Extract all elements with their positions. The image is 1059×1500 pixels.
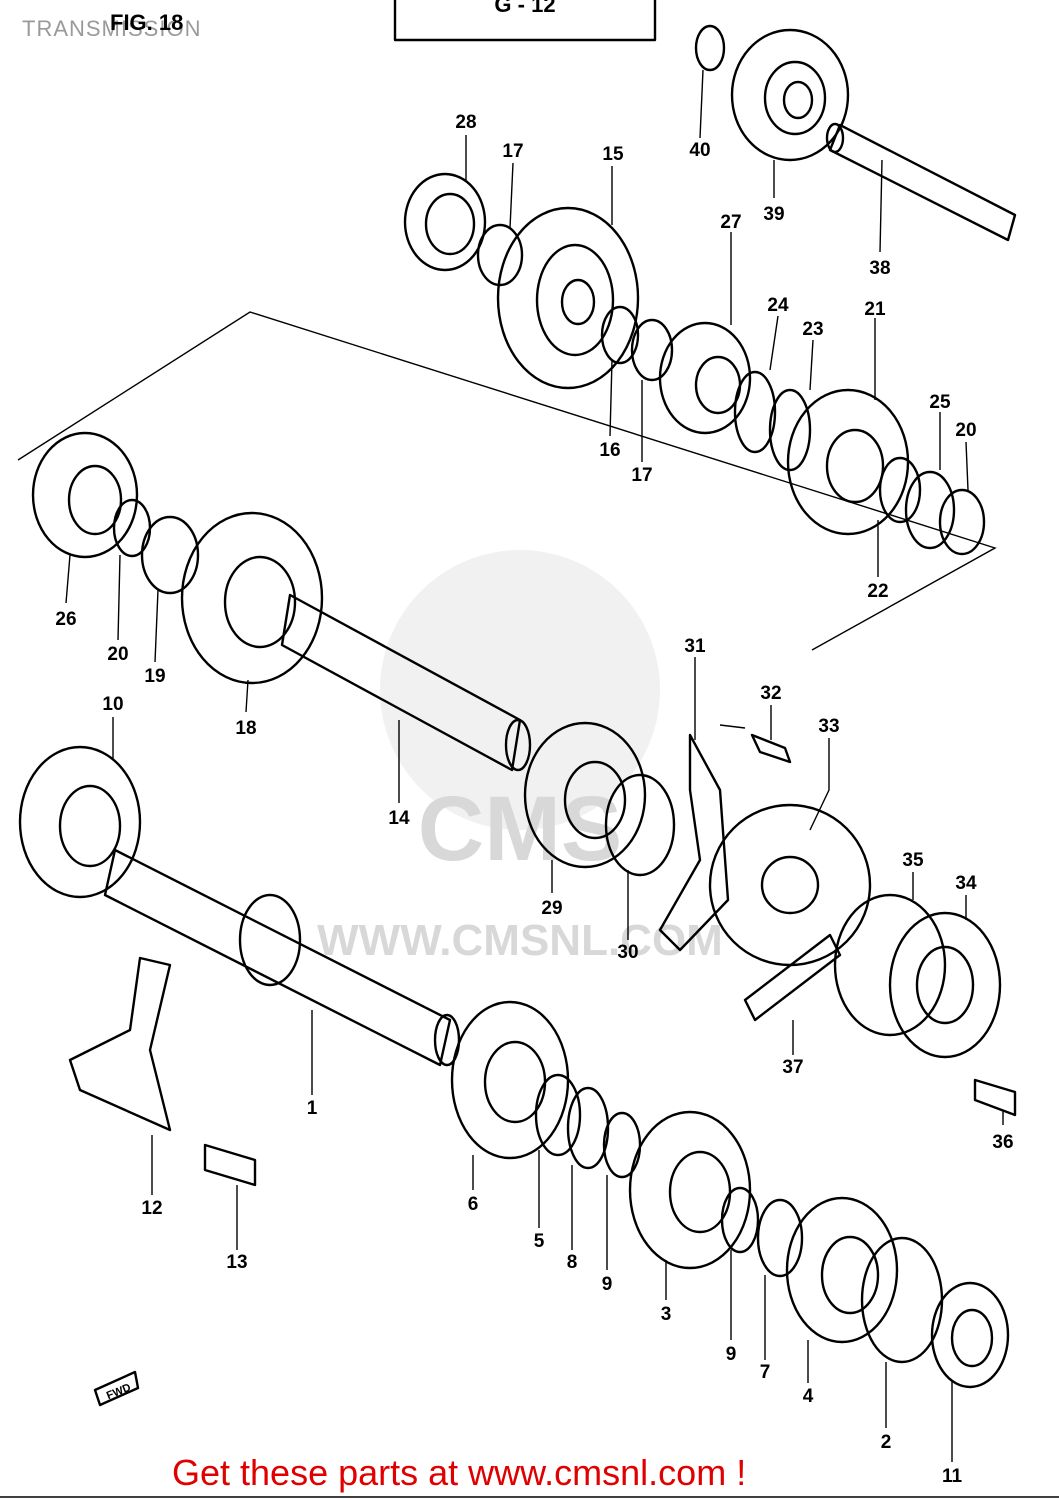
label-31: 31 xyxy=(684,636,706,657)
label-13: 13 xyxy=(226,1252,247,1273)
watermark-url: WWW.CMSNL.COM xyxy=(317,916,723,965)
part-39-gear xyxy=(730,28,850,162)
part-27-gear xyxy=(658,321,752,435)
label-5: 5 xyxy=(534,1231,545,1252)
label-17a: 17 xyxy=(502,141,523,162)
part-37-chain xyxy=(743,933,842,1022)
label-29: 29 xyxy=(541,898,562,919)
part-23-washer xyxy=(768,388,812,472)
leader-lines xyxy=(65,69,1004,1462)
part-4-gear xyxy=(785,1196,899,1344)
label-22: 22 xyxy=(867,581,888,602)
label-24: 24 xyxy=(767,295,789,316)
part-8-washer xyxy=(566,1086,610,1170)
label-33: 33 xyxy=(818,716,839,737)
label-40: 40 xyxy=(689,140,710,161)
label-15: 15 xyxy=(602,144,624,165)
label-26: 26 xyxy=(55,609,76,630)
label-12: 12 xyxy=(141,1198,162,1219)
label-21: 21 xyxy=(864,299,886,320)
label-3: 3 xyxy=(661,1304,672,1325)
label-9b: 9 xyxy=(726,1344,737,1365)
part-29-bearing xyxy=(523,721,647,869)
part-5-bushing xyxy=(534,1073,582,1157)
part-15-gear xyxy=(496,206,640,390)
label-36: 36 xyxy=(992,1132,1013,1153)
label-14: 14 xyxy=(388,808,410,829)
label-35: 35 xyxy=(902,850,924,871)
part-9-circlip xyxy=(602,1111,642,1179)
part-12-plate xyxy=(68,956,172,1132)
label-6: 6 xyxy=(468,1194,479,1215)
part-10-bearing xyxy=(18,745,142,899)
figure-label: FIG. 18 xyxy=(110,10,183,35)
label-23: 23 xyxy=(802,319,823,340)
part-6-gear xyxy=(450,1000,570,1160)
part-20-circlip-b xyxy=(112,498,152,558)
part-32-bolt xyxy=(719,724,792,764)
label-7: 7 xyxy=(760,1362,771,1383)
part-34-drum xyxy=(888,911,1002,1059)
part-17-washer xyxy=(476,223,524,287)
watermark-logo: CMS xyxy=(418,778,622,880)
label-4: 4 xyxy=(803,1386,814,1407)
label-18: 18 xyxy=(235,718,256,739)
label-16: 16 xyxy=(599,440,620,461)
part-28-bearing xyxy=(403,172,487,272)
label-32: 32 xyxy=(760,683,781,704)
part-14-countershaft xyxy=(280,593,532,772)
part-36-bolt xyxy=(973,1078,1017,1117)
part-13-bolt xyxy=(203,1143,257,1187)
label-28: 28 xyxy=(455,112,476,133)
part-7-washer xyxy=(756,1198,804,1278)
label-10: 10 xyxy=(102,694,123,715)
part-17-washer-b xyxy=(630,318,674,382)
figure-box xyxy=(393,0,657,42)
label-30: 30 xyxy=(617,942,638,963)
label-39: 39 xyxy=(763,204,784,225)
label-11: 11 xyxy=(942,1466,963,1487)
countershaft-outline xyxy=(17,311,997,651)
part-18-gear xyxy=(180,511,324,685)
part-11-bearing xyxy=(930,1281,1010,1389)
figure-box-text: G - 12 xyxy=(494,0,555,17)
part-38-shaft xyxy=(825,122,1017,242)
part-number-labels: 28 17 15 40 39 38 27 24 23 21 16 17 25 2… xyxy=(55,112,1013,1487)
label-25: 25 xyxy=(929,392,951,413)
label-34: 34 xyxy=(955,873,977,894)
part-20-circlip xyxy=(938,488,986,556)
forward-arrow-icon: FWD xyxy=(93,1370,140,1407)
part-2-gear xyxy=(860,1236,944,1364)
label-8: 8 xyxy=(567,1252,578,1273)
watermark: CMS WWW.CMSNL.COM xyxy=(317,550,723,965)
part-40-circlip xyxy=(694,24,726,72)
part-33-sprocket xyxy=(708,803,872,967)
page-title: TRANSMISSION xyxy=(22,16,202,41)
label-37: 37 xyxy=(782,1057,803,1078)
part-35-seal xyxy=(833,893,947,1037)
label-27: 27 xyxy=(720,212,741,233)
label-19: 19 xyxy=(144,666,165,687)
label-38: 38 xyxy=(869,258,890,279)
part-24-washer xyxy=(733,370,777,454)
label-17b: 17 xyxy=(631,465,652,486)
part-16-bushing xyxy=(600,305,640,365)
part-25-washer xyxy=(904,470,956,550)
part-22-bushing xyxy=(878,456,922,524)
label-1: 1 xyxy=(307,1098,318,1119)
part-30-seal xyxy=(604,773,676,877)
part-19-washer xyxy=(140,515,200,595)
label-2: 2 xyxy=(881,1432,892,1453)
part-31-plate xyxy=(658,733,730,952)
part-1-mainshaft xyxy=(103,848,461,1067)
part-9-circlip-b xyxy=(720,1186,760,1254)
label-9a: 9 xyxy=(602,1274,613,1295)
get-parts-link[interactable]: Get these parts at www.cmsnl.com ! xyxy=(172,1452,747,1493)
part-26-bearing xyxy=(31,431,139,559)
label-20a: 20 xyxy=(955,420,976,441)
label-20b: 20 xyxy=(107,644,128,665)
